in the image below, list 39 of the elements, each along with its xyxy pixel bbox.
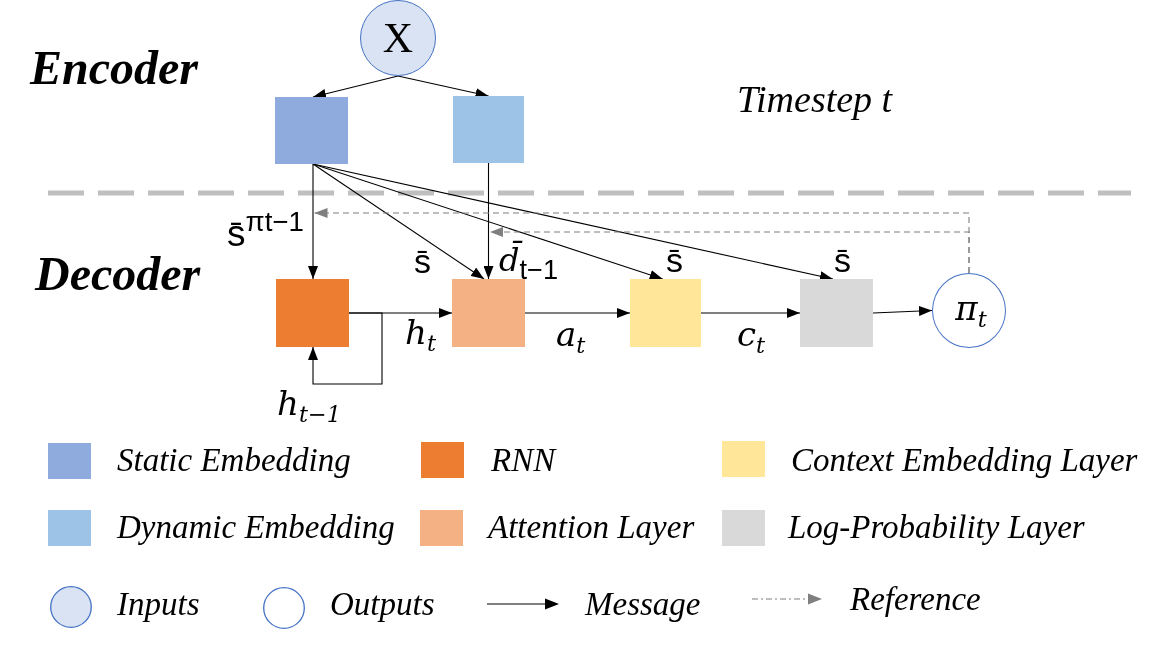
legend-label: Outputs bbox=[330, 588, 435, 621]
arrow bbox=[312, 163, 485, 280]
legend-label: Reference bbox=[850, 583, 981, 616]
edge-label: c$_{t}$ bbox=[737, 317, 766, 357]
dashed-arrow bbox=[489, 227, 970, 274]
edge-label: h$_{t−1}$ bbox=[277, 386, 341, 426]
section-heading: Encoder bbox=[30, 44, 198, 92]
legend-label: Context Embedding Layer bbox=[791, 444, 1138, 477]
layer-block bbox=[800, 279, 873, 347]
legend-label: Static Embedding bbox=[117, 444, 351, 477]
node-label: X bbox=[382, 14, 414, 62]
legend-label: Dynamic Embedding bbox=[117, 511, 395, 544]
arrow bbox=[872, 306, 933, 317]
layer-block bbox=[630, 279, 701, 347]
arrow bbox=[308, 163, 318, 280]
edge-label: s̄ bbox=[414, 244, 431, 280]
edge-label: s̄$^{πt−1}$ bbox=[227, 208, 304, 255]
arrow bbox=[483, 162, 494, 280]
feedback-arrow bbox=[308, 312, 383, 385]
node-label: π$_{t}$ bbox=[955, 290, 987, 331]
legend-label: RNN bbox=[491, 444, 556, 477]
legend-label: Message bbox=[585, 588, 701, 621]
layer-block bbox=[276, 279, 349, 347]
arrow bbox=[524, 308, 631, 318]
arrow bbox=[700, 308, 801, 318]
arrow bbox=[312, 75, 399, 99]
legend-label: Attention Layer bbox=[488, 511, 695, 544]
embedding-block bbox=[275, 97, 348, 164]
section-heading: Decoder bbox=[35, 250, 201, 298]
edge-label: s̄ bbox=[834, 243, 851, 279]
timestep-label: Timestep t bbox=[737, 80, 893, 118]
layer-block bbox=[452, 279, 525, 347]
arrow bbox=[397, 75, 490, 99]
edge-label: a$_{t}$ bbox=[556, 317, 586, 357]
legend-label: Log-Probability Layer bbox=[788, 511, 1085, 544]
edge-label: h$_{t}$ bbox=[405, 315, 436, 355]
legend-label: Inputs bbox=[117, 588, 200, 621]
edge-label: s̄ bbox=[666, 243, 683, 279]
embedding-block bbox=[453, 96, 524, 163]
